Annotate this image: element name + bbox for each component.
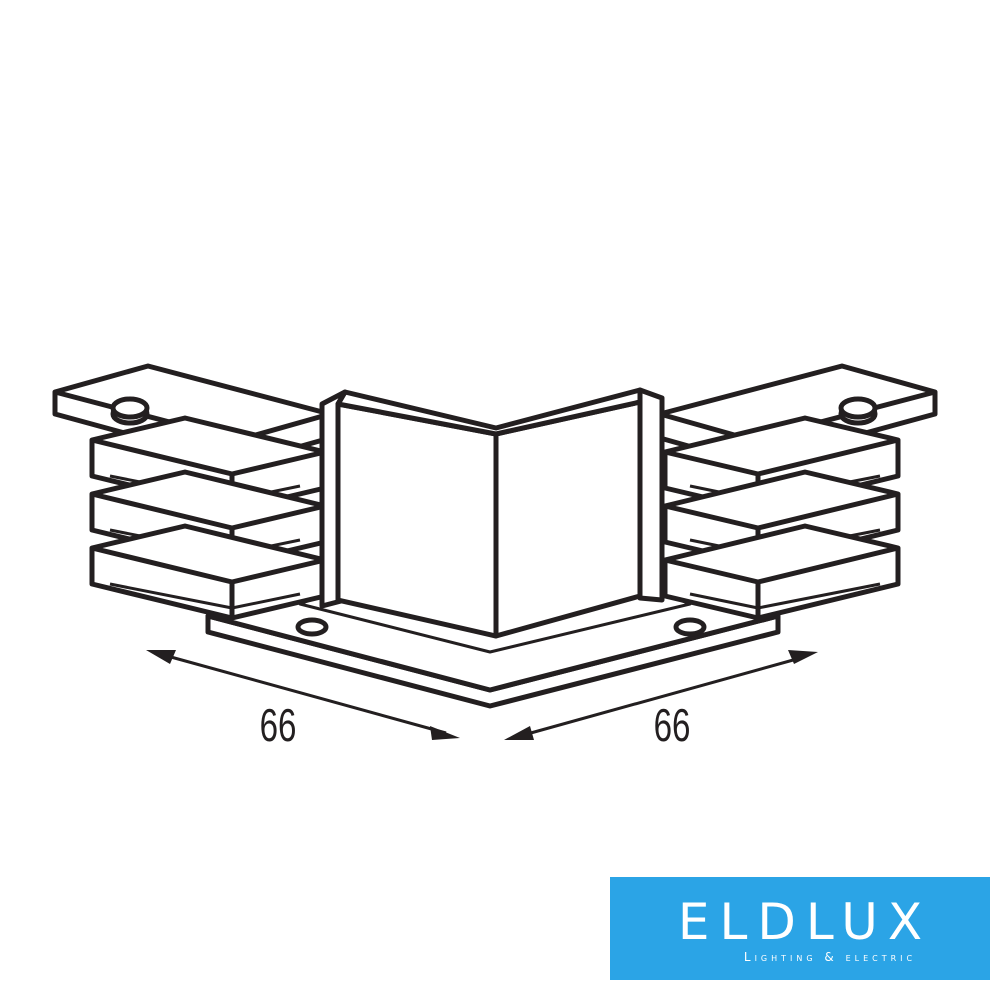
screw-hole-right	[673, 617, 707, 637]
eldlux-logo: ELDLUX Lighting & electric	[610, 877, 990, 980]
dimension-label-right: 66	[653, 699, 691, 751]
corner-block	[319, 387, 665, 639]
right-arm	[657, 363, 938, 621]
dimension-label-left: 66	[259, 699, 297, 751]
dimension-line-left	[159, 652, 447, 735]
arrowhead-icon	[430, 726, 460, 740]
logo-tagline: Lighting & electric	[743, 950, 917, 964]
arrowhead-icon	[788, 650, 818, 664]
arrowhead-icon	[146, 650, 176, 664]
dimension-arrows	[146, 650, 818, 740]
arrowhead-icon	[504, 726, 534, 740]
logo-wordmark: ELDLUX	[677, 893, 933, 951]
screw-hole-left	[295, 617, 329, 637]
dimension-line-right	[519, 655, 805, 738]
left-arm	[52, 363, 333, 621]
